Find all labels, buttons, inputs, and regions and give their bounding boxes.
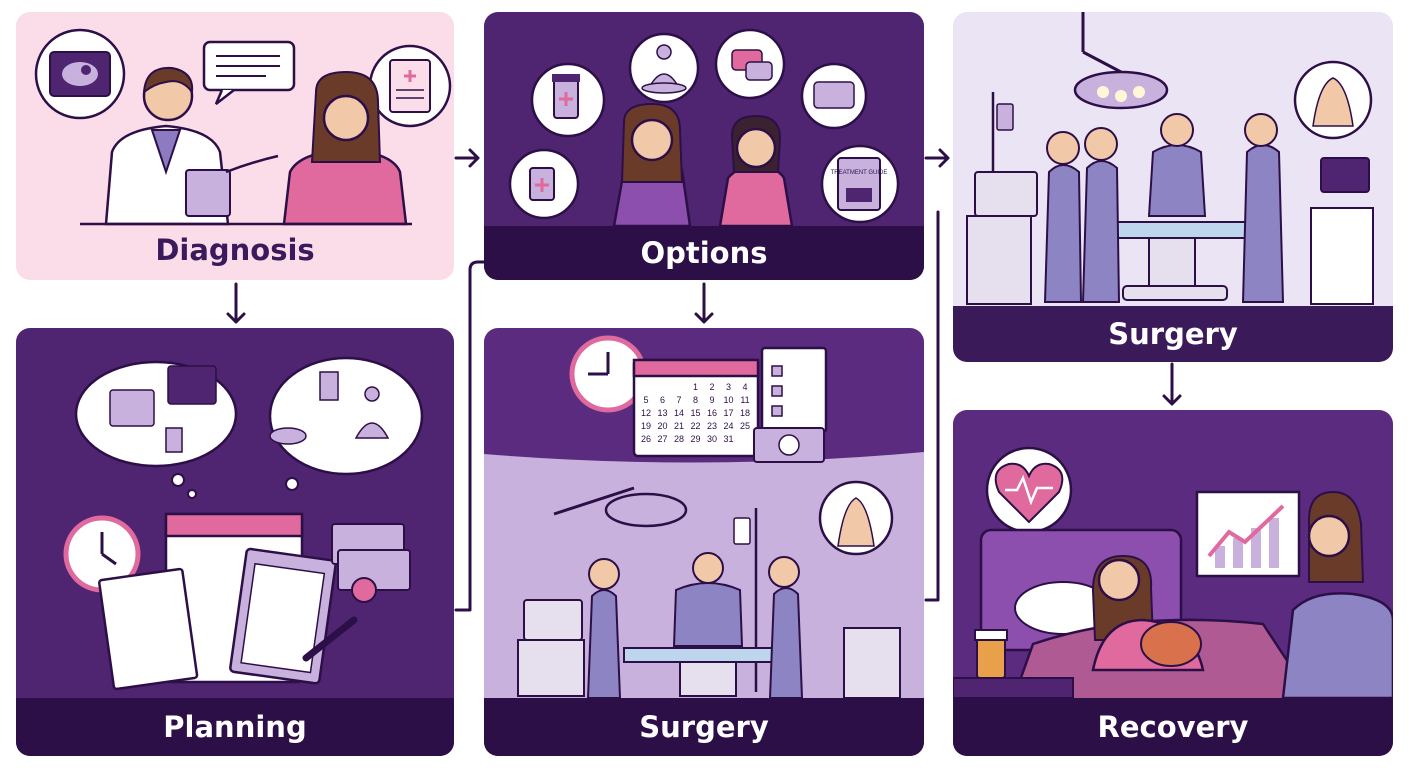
options-illustration: TREATMENT GUIDE [508,28,900,228]
bracket-planning-options [454,260,486,612]
patient-thinking-icon [612,102,692,228]
calendar-day: 17 [723,408,733,418]
surgical-lamp-icon [1073,12,1169,110]
stage-label-diagnosis: Diagnosis [155,233,315,267]
stage-label-options: Options [484,226,924,280]
calendar-day: 27 [657,434,667,444]
money-icon [331,523,411,603]
checklist-icon [760,346,828,434]
body-icon [1293,60,1373,140]
speech-bubble-icon [202,40,296,105]
arrow-diagnosis-to-options [454,148,480,168]
doctor-icon [104,66,279,226]
patient-icon [282,70,408,226]
calendar-day: 6 [660,395,665,405]
pen-icon [302,616,358,662]
checklist-icon [98,547,337,691]
stage-label-planning: Planning [16,698,454,756]
ultrasound-icon [34,28,126,120]
chat-icon [800,62,868,130]
recovery-illustration [953,446,1393,702]
calendar-day: 15 [690,408,700,418]
pill-bottle-icon [953,629,1074,699]
calendar-day: 26 [641,434,651,444]
calendar-day: 12 [641,408,651,418]
arrow-options-to-surgery [694,282,714,324]
money-icon [753,427,825,463]
stage-label-surgery-middle: Surgery [484,698,924,756]
surgeon-icon [1043,113,1285,303]
patient-resting-icon [1091,554,1205,672]
chat-icon [714,28,786,100]
calendar-day: 23 [707,421,717,431]
calendar-day: 4 [742,382,747,392]
body-icon [818,480,894,556]
medicine-bottle-icon [508,148,580,220]
arrow-diagnosis-to-planning [226,282,246,324]
arrow-options-to-surgery-top [924,148,950,168]
medicine-bottle-icon [530,62,606,138]
book-title: TREATMENT GUIDE [831,170,888,176]
stage-label-surgery-top: Surgery [953,306,1393,362]
surgery-room-illustration [966,12,1374,305]
calendar-day: 9 [709,395,714,405]
book-icon: TREATMENT GUIDE [820,144,900,224]
diagnosis-illustration [34,28,452,226]
calendar-day: 5 [643,395,648,405]
surgical-lamp-icon [553,486,688,528]
heart-icon [985,446,1073,534]
calendar-day: 3 [726,382,731,392]
chart-icon [1195,490,1301,578]
stage-diagnosis: Diagnosis [16,12,454,280]
calendar-day: 2 [709,382,714,392]
monitor-icon [517,599,901,699]
calendar-day: 11 [740,395,749,405]
calendar-day: 1 [693,382,698,392]
thought-cloud-icon [74,356,424,499]
calendar-day: 30 [707,434,717,444]
calendar-day: 18 [740,408,750,418]
calendar-day: 10 [723,395,733,405]
caregiver-icon [1281,490,1393,700]
calendar-day: 13 [657,408,667,418]
planning-illustration [63,356,424,691]
person-thinking-icon [718,114,794,228]
stage-recovery: Recovery [953,410,1393,756]
calendar-day: 25 [740,421,750,431]
surgeon-icon [586,552,804,699]
yoga-icon [628,32,700,104]
operating-table-icon [1096,221,1266,301]
bracket-surgery-surgery [924,210,940,602]
calendar-day: 8 [693,395,698,405]
calendar-day: 31 [723,434,733,444]
calendar-day: 19 [641,421,651,431]
calendar-day: 21 [674,421,684,431]
stage-options: TREATMENT GUIDE Options [484,12,924,280]
stage-surgery-top: Surgery [953,12,1393,362]
clipboard-icon [368,44,452,128]
calendar-day: 28 [674,434,684,444]
monitor-icon [966,157,1374,305]
clock-icon [569,335,647,413]
calendar-day: 16 [707,408,717,418]
calendar-day: 24 [723,421,733,431]
arrow-surgery-to-recovery [1162,362,1182,406]
calendar-day: 22 [690,421,700,431]
stage-label-recovery: Recovery [953,698,1393,756]
calendar-day: 20 [657,421,667,431]
calendar-day: 7 [676,395,681,405]
calendar-day: 29 [690,434,700,444]
stage-planning: Planning [16,328,454,756]
calendar-day: 14 [674,408,684,418]
